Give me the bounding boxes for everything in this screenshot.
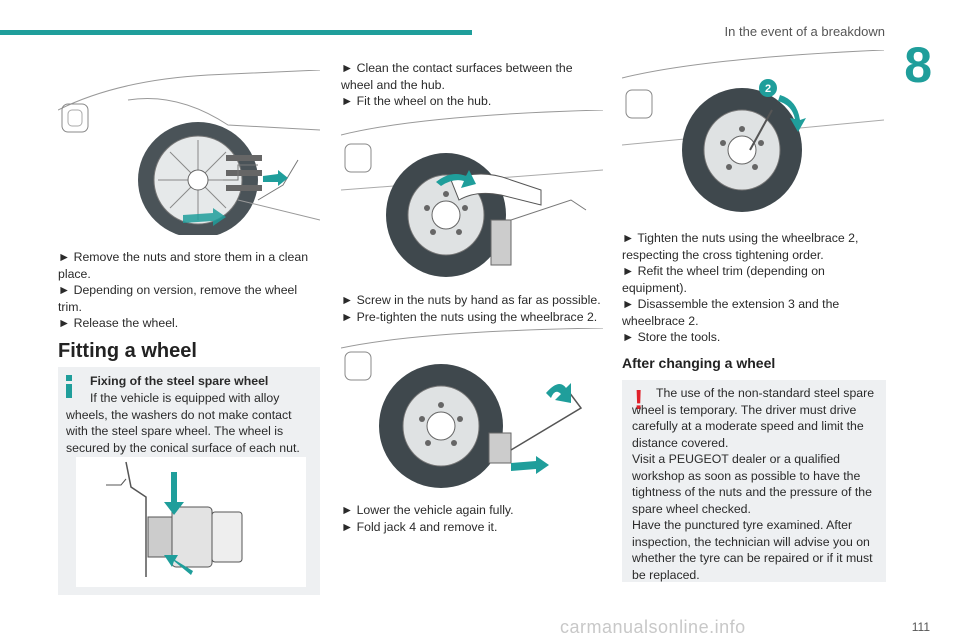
warning-text-3: Have the punctured tyre examined. After … bbox=[632, 518, 873, 582]
warning-icon: ! bbox=[634, 384, 644, 415]
tighten-nuts-figure: 2 bbox=[622, 50, 884, 215]
step-remove-nuts: ► Remove the nuts and store them in a cl… bbox=[58, 250, 309, 281]
warning-box: ! The use of the non-standard steel spar… bbox=[622, 380, 886, 582]
page-number: 111 bbox=[911, 620, 930, 634]
col2-steps-c: ► Lower the vehicle again fully. ► Fold … bbox=[341, 502, 603, 535]
section-title: In the event of a breakdown bbox=[724, 24, 885, 39]
step-refit-trim: ► Refit the wheel trim (depending on equ… bbox=[622, 264, 825, 295]
step-lower-vehicle: ► Lower the vehicle again fully. bbox=[341, 503, 514, 517]
info-title: Fixing of the steel spare wheel bbox=[90, 374, 269, 388]
info-icon bbox=[66, 384, 72, 398]
warning-text-1: The use of the non-standard steel spare … bbox=[632, 386, 875, 450]
step-tighten-nuts: ► Tighten the nuts using the wheelbrace … bbox=[622, 231, 859, 262]
heading-after-changing: After changing a wheel bbox=[622, 355, 776, 371]
chapter-number: 8 bbox=[904, 37, 932, 93]
header-accent-bar bbox=[0, 30, 472, 35]
step-remove-trim: ► Depending on version, remove the wheel… bbox=[58, 283, 298, 314]
lower-vehicle-figure bbox=[341, 328, 603, 493]
step-release-wheel: ► Release the wheel. bbox=[58, 316, 179, 330]
warning-text-2: Visit a PEUGEOT dealer or a qualified wo… bbox=[632, 452, 872, 516]
col1-steps: ► Remove the nuts and store them in a cl… bbox=[58, 249, 320, 332]
remove-wheel-figure bbox=[58, 70, 320, 235]
info-text: If the vehicle is equipped with alloy wh… bbox=[66, 391, 300, 455]
nut-detail-figure bbox=[76, 457, 306, 587]
col2-steps-a: ► Clean the contact surfaces between the… bbox=[341, 60, 603, 110]
info-icon-dot bbox=[66, 375, 72, 381]
step-fit-wheel: ► Fit the wheel on the hub. bbox=[341, 94, 492, 108]
figure-callout-2: 2 bbox=[765, 83, 771, 95]
col2-steps-b: ► Screw in the nuts by hand as far as po… bbox=[341, 292, 603, 325]
step-pretighten: ► Pre-tighten the nuts using the wheelbr… bbox=[341, 309, 598, 324]
step-screw-nuts: ► Screw in the nuts by hand as far as po… bbox=[341, 293, 601, 307]
step-disassemble: ► Disassemble the extension 3 and the wh… bbox=[622, 297, 840, 328]
watermark: carmanualsonline.info bbox=[560, 617, 746, 637]
col3-steps: ► Tighten the nuts using the wheelbrace … bbox=[622, 230, 884, 346]
fit-wheel-figure bbox=[341, 110, 603, 280]
step-store-tools: ► Store the tools. bbox=[622, 330, 721, 344]
step-fold-jack: ► Fold jack 4 and remove it. bbox=[341, 519, 498, 534]
step-clean-surfaces: ► Clean the contact surfaces between the… bbox=[341, 61, 573, 92]
info-box: Fixing of the steel spare wheel If the v… bbox=[58, 367, 320, 595]
heading-fitting-wheel: Fitting a wheel bbox=[58, 340, 197, 362]
